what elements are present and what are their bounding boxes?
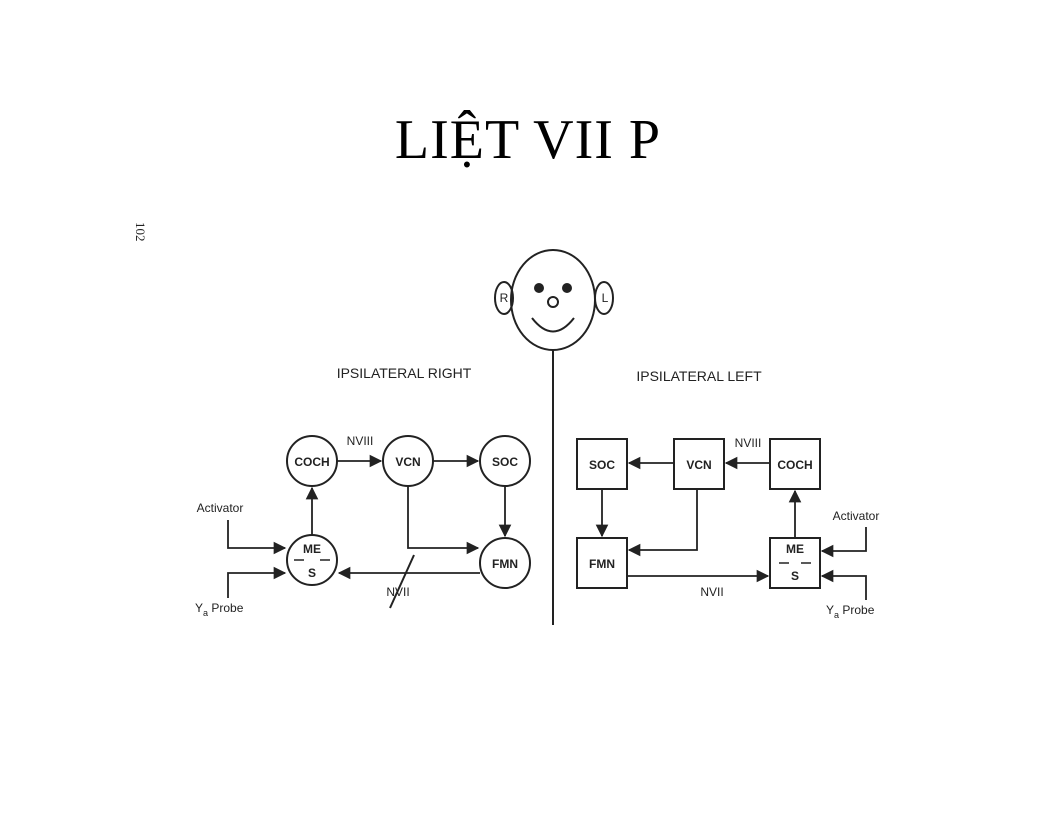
- svg-text:FMN: FMN: [589, 557, 615, 571]
- node-soc-left: SOC: [576, 438, 628, 490]
- node-fmn-right: FMN: [479, 537, 531, 589]
- face-icon: R L: [494, 249, 614, 351]
- label-probe-right: Ya Probe: [195, 601, 244, 618]
- svg-text:VCN: VCN: [686, 458, 711, 472]
- svg-text:ME: ME: [786, 542, 804, 556]
- svg-text:ME: ME: [303, 542, 321, 556]
- arrow-vcn-fmn-right: [407, 486, 480, 555]
- label-nviii-left: NVIII: [735, 436, 762, 450]
- right-ear-label: R: [500, 291, 509, 305]
- svg-text:FMN: FMN: [492, 557, 518, 571]
- svg-text:SOC: SOC: [589, 458, 615, 472]
- heading-ipsilateral-left: IPSILATERAL LEFT: [636, 368, 762, 384]
- svg-text:VCN: VCN: [395, 455, 420, 469]
- node-mes-right: ME S: [286, 534, 338, 586]
- label-nvii-right: NVII: [386, 585, 409, 599]
- node-soc-right: SOC: [479, 435, 531, 487]
- svg-text:S: S: [308, 566, 316, 580]
- label-probe-left: Ya Probe: [826, 603, 875, 620]
- arrow-activator-left: [820, 527, 867, 558]
- arrow-probe-left: [820, 569, 867, 600]
- label-nvii-left: NVII: [700, 585, 723, 599]
- node-mes-left: ME S: [769, 537, 821, 589]
- label-activator-right: Activator: [197, 501, 244, 515]
- node-vcn-right: VCN: [382, 435, 434, 487]
- node-vcn-left: VCN: [673, 438, 725, 490]
- node-coch-left: COCH: [769, 438, 821, 490]
- svg-text:COCH: COCH: [294, 455, 329, 469]
- svg-text:SOC: SOC: [492, 455, 518, 469]
- heading-ipsilateral-right: IPSILATERAL RIGHT: [337, 365, 472, 381]
- arrow-activator-right: [227, 520, 287, 555]
- page-title: LIỆT VII P: [394, 109, 662, 171]
- lesion-slash-nvii: [389, 554, 415, 609]
- right-ear-icon: [494, 281, 514, 315]
- node-fmn-left: FMN: [576, 537, 628, 589]
- left-ear-icon: [594, 281, 614, 315]
- node-coch-right: COCH: [286, 435, 338, 487]
- arrow-probe-right: [227, 566, 287, 598]
- left-ear-label: L: [602, 291, 609, 305]
- svg-text:COCH: COCH: [777, 458, 812, 472]
- label-nviii-right: NVIII: [347, 434, 374, 448]
- arrow-vcn-fmn-left: [627, 489, 698, 557]
- label-activator-left: Activator: [833, 509, 880, 523]
- svg-text:S: S: [791, 569, 799, 583]
